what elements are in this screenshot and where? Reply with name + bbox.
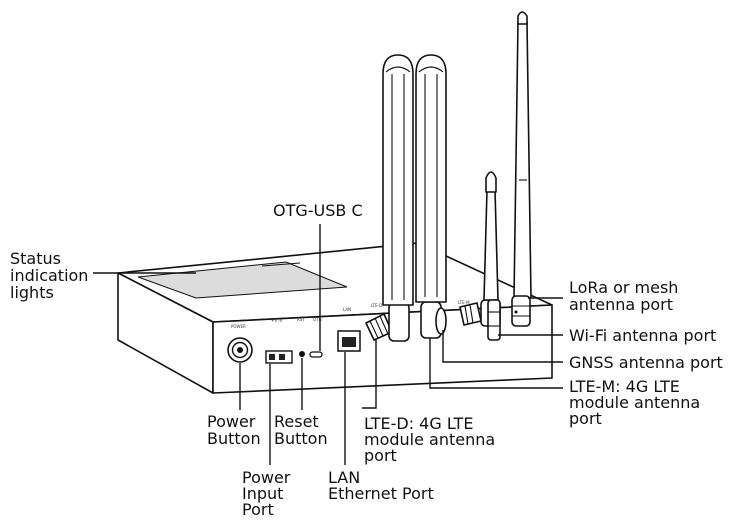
- lte-m-marking: LTE-M: [458, 300, 470, 305]
- status-light-window: [137, 261, 348, 299]
- lte-m-paddle-antenna: [415, 54, 447, 303]
- wifi-antenna-base: [487, 299, 501, 341]
- lte-d-label: LTE-D: 4G LTE module antenna port: [364, 414, 500, 465]
- callout-labels: Status indication lights OTG-USB C Power…: [10, 201, 723, 519]
- gnss-leader: [442, 330, 563, 363]
- lora-whip-antenna: [511, 11, 532, 327]
- wifi-antenna-blade: [483, 189, 499, 301]
- lte-d-antenna-tip: [385, 66, 411, 73]
- power-marking: POWER: [231, 324, 246, 329]
- dc-marking: +V -V: [271, 318, 283, 323]
- power-input-pin-1: [269, 354, 275, 360]
- wifi-label: Wi-Fi antenna port: [569, 326, 716, 345]
- wifi-antenna-tip: [485, 171, 497, 193]
- status-lights-label: Status indication lights: [10, 249, 94, 302]
- otg-usb-label: OTG-USB C: [273, 201, 363, 220]
- lte-m-antenna-tip: [418, 66, 444, 73]
- antennas: [365, 11, 532, 342]
- lte-d-thread-line: [369, 320, 379, 339]
- lte-m-leader: [429, 338, 563, 389]
- lora-antenna-base: [511, 295, 531, 327]
- lte-d-paddle-antenna: [382, 54, 414, 306]
- power-button-core: [237, 347, 243, 353]
- power-button-label: Power Button: [207, 412, 261, 448]
- lte-d-thread-line: [379, 315, 389, 335]
- lora-label: LoRa or mesh antenna port: [569, 278, 684, 314]
- lte-d-marking: LTE-D: [371, 303, 382, 308]
- gnss-thread-line: [469, 304, 474, 324]
- lte-d-connector: [365, 302, 410, 342]
- lte-m-label: LTE-M: 4G LTE module antenna port: [569, 377, 705, 428]
- lte-d-hinge: [388, 302, 410, 342]
- callout-lines: [93, 224, 563, 465]
- reset-button[interactable]: [299, 351, 305, 357]
- usb-marking: OTG: [313, 317, 322, 322]
- reset-button-label: Reset Button: [274, 412, 328, 448]
- power-input-label: Power Input Port: [242, 468, 295, 519]
- lan-port-label: LAN Ethernet Port: [328, 468, 434, 503]
- front-panel: POWER +V -V RST OTG LAN LTE-D LTE-M: [227, 300, 470, 364]
- lan-marking: LAN: [343, 307, 351, 312]
- lan-port-socket: [342, 337, 356, 347]
- status-light-strip: [261, 262, 301, 267]
- power-input-pin-2: [279, 354, 285, 360]
- gnss-thread-line: [464, 305, 469, 325]
- lte-d-thread-line: [374, 317, 384, 337]
- reset-marking: RST: [297, 317, 305, 322]
- lora-antenna-tip: [517, 11, 528, 25]
- lte-m-connector: [435, 307, 447, 335]
- otg-usb-c-port[interactable]: [309, 351, 323, 358]
- lte-d-leader: [362, 340, 377, 409]
- gnss-label: GNSS antenna port: [569, 353, 723, 372]
- wifi-whip-antenna: [483, 171, 501, 341]
- lora-antenna-blade: [513, 21, 532, 299]
- lora-connector-dot: [514, 310, 518, 314]
